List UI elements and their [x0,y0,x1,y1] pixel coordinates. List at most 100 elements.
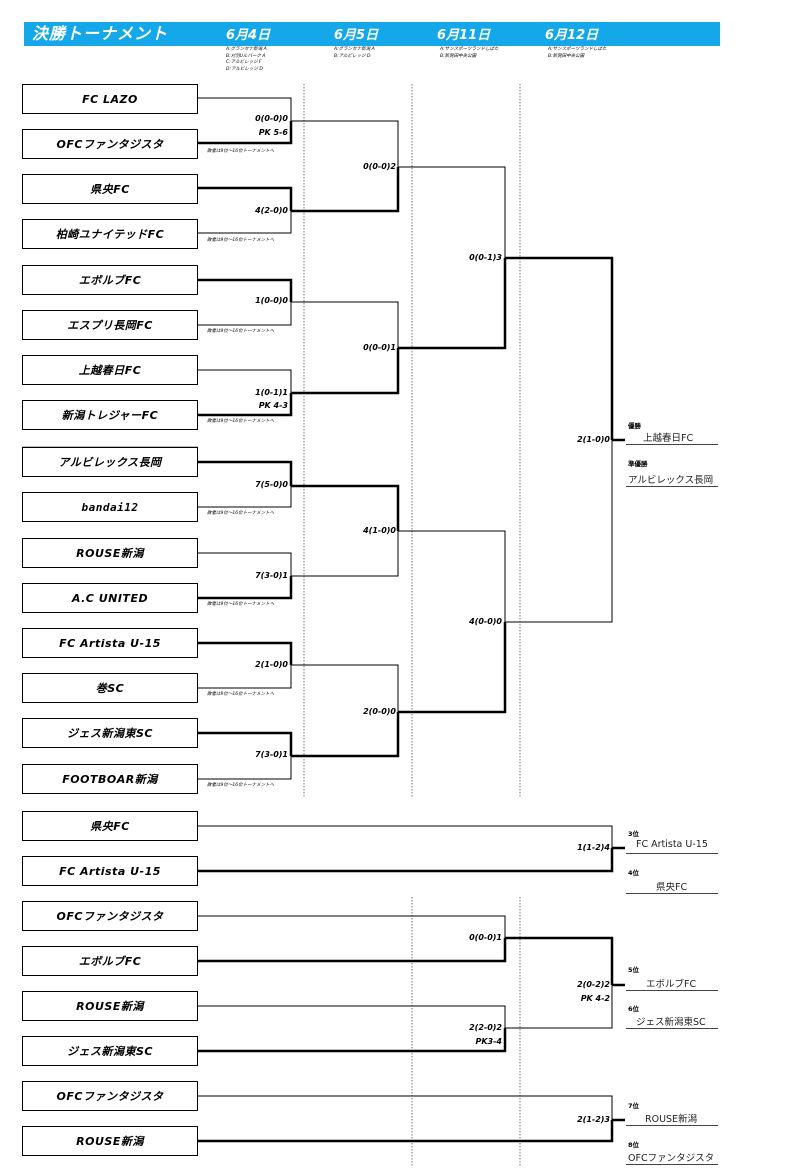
score-seventh-place: 2(1-2)3 [577,1115,610,1124]
venue-line: C:アルビレッジ F [226,60,262,66]
score-r2-m3: 4(1-0)0 [363,526,396,535]
loser-note: 敗者は9位～16位トーナメントへ [207,329,275,334]
sixth-label: 6位 [628,1005,640,1013]
date-column-4: 6月12日 [545,27,645,45]
seventh-name: ROUSE新潟 [645,1114,698,1125]
pk-fifth-semi-2: PK3-4 [475,1037,502,1046]
team-name: FOOTBOAR新潟 [62,773,158,786]
team-box-bandai12: bandai12 [22,492,198,522]
divider [626,853,718,854]
venue-line: A:サンスポーツランドしばた [548,47,607,52]
team-box-albirex-nagaoka: アルビレックス長岡 [22,447,198,477]
seventh-label: 7位 [628,1102,640,1110]
loser-note: 敗者は9位～16位トーナメントへ [207,783,275,788]
team-name: ROUSE新潟 [76,547,144,560]
score-r1-m7: 2(1-0)0 [255,660,288,669]
pk-r1-m1: PK 5-6 [258,128,288,137]
date-column-2: 6月5日 [334,27,434,45]
team-name: ジェス新潟東SC [67,1045,153,1058]
team-name: 巻SC [95,682,125,695]
score-sf-1: 0(0-1)3 [469,253,502,262]
venue-line: A:グランセナ新潟 A [226,47,267,52]
divider [626,1028,718,1029]
loser-note: 敗者は9位～16位トーナメントへ [207,602,275,607]
score-r2-m2: 0(0-0)1 [363,343,396,352]
date-label: 6月12日 [545,28,599,43]
team-box-fc-lazo: FC LAZO [22,84,198,114]
score-fifth-place: 2(0-2)2 [577,980,610,989]
pk-r1-m4: PK 4-3 [258,401,288,410]
team-box-fc-artista: FC Artista U-15 [22,628,198,658]
runner-up-label: 準優勝 [628,460,648,468]
team-box-ofc-fantasista-5th: OFCファンタジスタ [22,901,198,931]
team-box-ofc-fantasista-7th: OFCファンタジスタ [22,1081,198,1111]
score-r1-m3: 1(0-0)0 [255,296,288,305]
team-name: FC Artista U-15 [59,636,161,650]
third-name: FC Artista U-15 [636,839,708,850]
date-column-3: 6月11日 [437,27,537,45]
venue-list-2: A:グランセナ新潟 A B:アルビレッジ D [334,47,444,60]
team-box-footboar-niigata: FOOTBOAR新潟 [22,764,198,794]
team-box-joetsu-kasuga: 上越春日FC [22,355,198,385]
divider [626,1164,718,1165]
team-box-jes-niigata-higashi: ジェス新潟東SC [22,718,198,748]
team-name: 県央FC [90,820,130,833]
team-box-kenou-fc-3rd: 県央FC [22,811,198,841]
team-box-jes-niigata-higashi-5th: ジェス新潟東SC [22,1036,198,1066]
score-r1-m5: 7(5-0)0 [255,480,288,489]
score-fifth-semi-2: 2(2-0)2 [469,1023,502,1032]
fifth-label: 5位 [628,966,640,974]
score-r2-m1: 0(0-0)2 [363,162,396,171]
divider [626,893,718,894]
team-name: ROUSE新潟 [76,1000,144,1013]
team-box-evolve-fc-5th: エボルブFC [22,946,198,976]
loser-note: 敗者は9位～16位トーナメントへ [207,419,275,424]
venue-line: A:グランセナ新潟 A [334,47,375,52]
team-name: OFCファンタジスタ [56,910,164,923]
venue-line: B:アルビレッジ D [334,53,371,59]
team-box-rouse-niigata-5th: ROUSE新潟 [22,991,198,1021]
team-box-evolve-fc: エボルブFC [22,265,198,295]
runner-up-name: アルビレックス長岡 [628,475,714,486]
date-column-1: 6月4日 [226,27,326,45]
team-name: FC LAZO [82,92,138,106]
divider [626,990,718,991]
divider [626,1125,718,1126]
team-box-niigata-treasure: 新潟トレジャーFC [22,400,198,430]
pk-fifth-place: PK 4-2 [580,994,610,1003]
venue-line: B:新発田中央公園 [548,53,585,59]
team-name: アルビレックス長岡 [58,456,162,469]
score-sf-2: 4(0-0)0 [469,617,502,626]
team-box-rouse-niigata-7th: ROUSE新潟 [22,1126,198,1156]
score-r2-m4: 2(0-0)0 [363,707,396,716]
venue-line: D:アルビレッジ D [226,66,263,72]
team-box-rouse-niigata: ROUSE新潟 [22,538,198,568]
score-final: 2(1-0)0 [577,435,610,444]
sixth-name: ジェス新潟東SC [636,1017,706,1028]
venue-line: B:刈羽Uルパーク A [226,53,266,59]
team-name: ROUSE新潟 [76,1135,144,1148]
eighth-label: 8位 [628,1141,640,1149]
venue-list-3: A:サンスポーツランドしばた B:新発田中央公園 [440,47,550,60]
loser-note: 敗者は9位～16位トーナメントへ [207,692,275,697]
team-name: OFCファンタジスタ [56,138,164,151]
score-r1-m8: 7(3-0)1 [255,750,288,759]
venue-line: B:新発田中央公園 [440,53,477,59]
team-box-kashiwazaki-united: 柏崎ユナイテッドFC [22,219,198,249]
page-title: 決勝トーナメント [32,24,169,43]
loser-note: 敗者は9位～16位トーナメントへ [207,149,275,154]
venue-line: A:サンスポーツランドしばた [440,47,499,52]
winner-name: 上越春日FC [643,433,694,444]
score-r1-m2: 4(2-0)0 [255,206,288,215]
score-r1-m6: 7(3-0)1 [255,571,288,580]
fourth-name: 県央FC [656,882,688,893]
team-box-ac-united: A.C UNITED [22,583,198,613]
team-box-kenou-fc: 県央FC [22,174,198,204]
date-label: 6月11日 [437,28,491,43]
team-name: FC Artista U-15 [59,864,161,878]
team-box-esprit-nagaoka: エスプリ長岡FC [22,310,198,340]
team-name: OFCファンタジスタ [56,1090,164,1103]
team-name: エスプリ長岡FC [67,319,153,332]
team-name: 新潟トレジャーFC [61,409,159,422]
